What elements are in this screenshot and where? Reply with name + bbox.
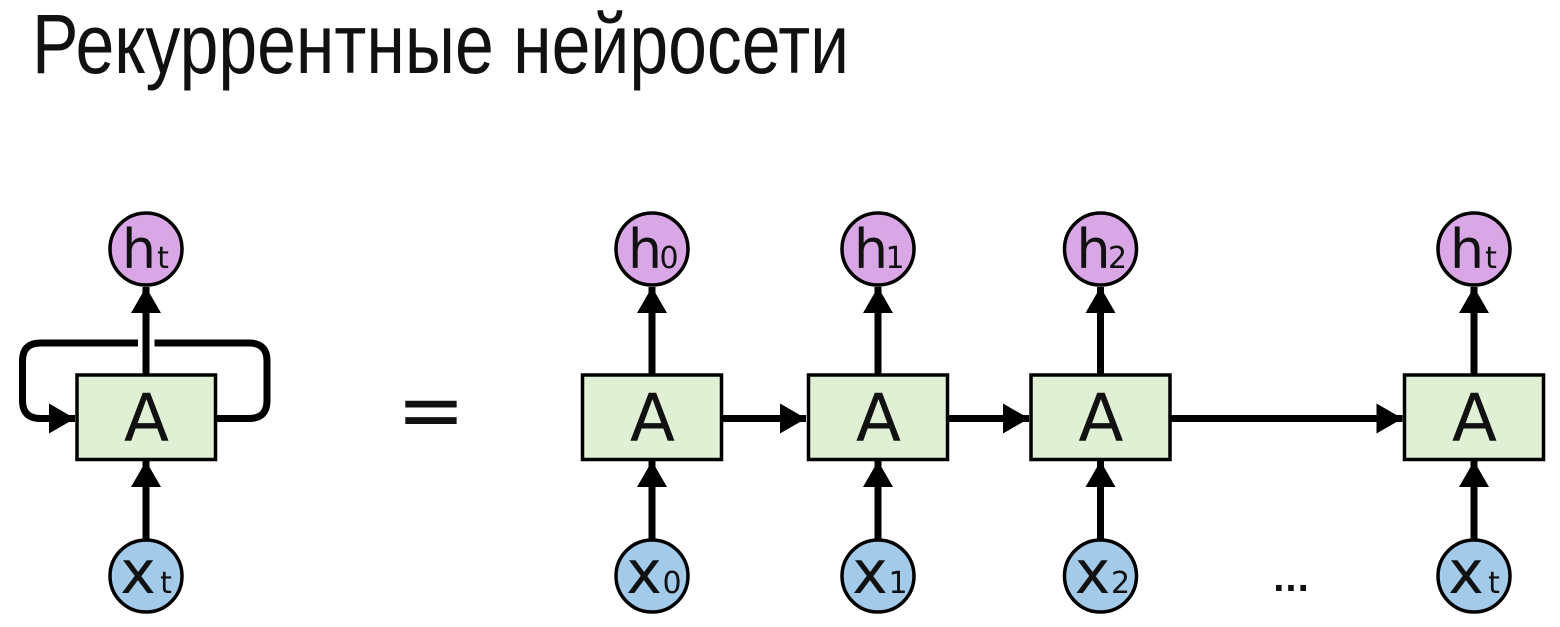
unrolled-unit-0: h 0 A x 0 [580, 211, 724, 614]
h-node [614, 211, 690, 287]
h-subscript: 2 [1108, 241, 1127, 276]
unrolled-unit-2: h 2 A x 2 [1029, 211, 1172, 614]
h-label: h [1450, 218, 1484, 281]
x-node [1062, 538, 1139, 614]
unrolled-unit-t: h t A x t [1402, 211, 1546, 614]
x-node [614, 538, 690, 614]
h-label: h [1076, 218, 1110, 281]
rolled-x-label: x [120, 538, 156, 608]
rolled-h-node [108, 211, 184, 287]
h-subscript: 1 [885, 241, 904, 276]
x-node [1436, 538, 1512, 614]
x-label: x [1448, 538, 1484, 608]
h-node [1062, 211, 1139, 287]
h-subscript: t [1485, 241, 1497, 276]
rolled-x-subscript: t [160, 566, 172, 601]
h-node [1436, 211, 1512, 287]
h-node [840, 211, 916, 287]
rolled-h-subscript: t [157, 241, 169, 276]
ellipsis: ... [1273, 561, 1309, 599]
a-label: A [856, 380, 901, 457]
a-label: A [1452, 380, 1497, 457]
a-label: A [630, 380, 675, 457]
unrolled-unit-1: h 1 A x 1 [806, 211, 950, 614]
a-block [806, 373, 950, 462]
equals-sign: = [397, 363, 466, 458]
h-subscript: 0 [659, 241, 678, 276]
h-label: h [854, 218, 888, 281]
slide-title: Рекуррентные нейросети [32, 0, 850, 91]
x-subscript: 1 [888, 566, 907, 601]
x-label: x [852, 538, 888, 608]
a-block [1029, 373, 1172, 462]
rolled-rnn: h t A x t [19, 211, 271, 614]
rolled-x-node [108, 538, 184, 614]
x-label: x [626, 538, 662, 608]
rolled-h-label: h [122, 218, 156, 281]
x-subscript: 0 [662, 566, 681, 601]
rolled-a-label: A [124, 380, 169, 457]
a-block [580, 373, 724, 462]
x-label: x [1075, 538, 1111, 608]
h-label: h [628, 218, 662, 281]
a-block [1402, 373, 1546, 462]
x-node [840, 538, 916, 614]
rolled-a-block [75, 373, 218, 462]
a-label: A [1078, 380, 1123, 457]
unrolled-rnn: h 0 A x 0 h 1 A x 1 [580, 211, 1546, 614]
x-subscript: t [1488, 566, 1500, 601]
x-subscript: 2 [1111, 566, 1130, 601]
